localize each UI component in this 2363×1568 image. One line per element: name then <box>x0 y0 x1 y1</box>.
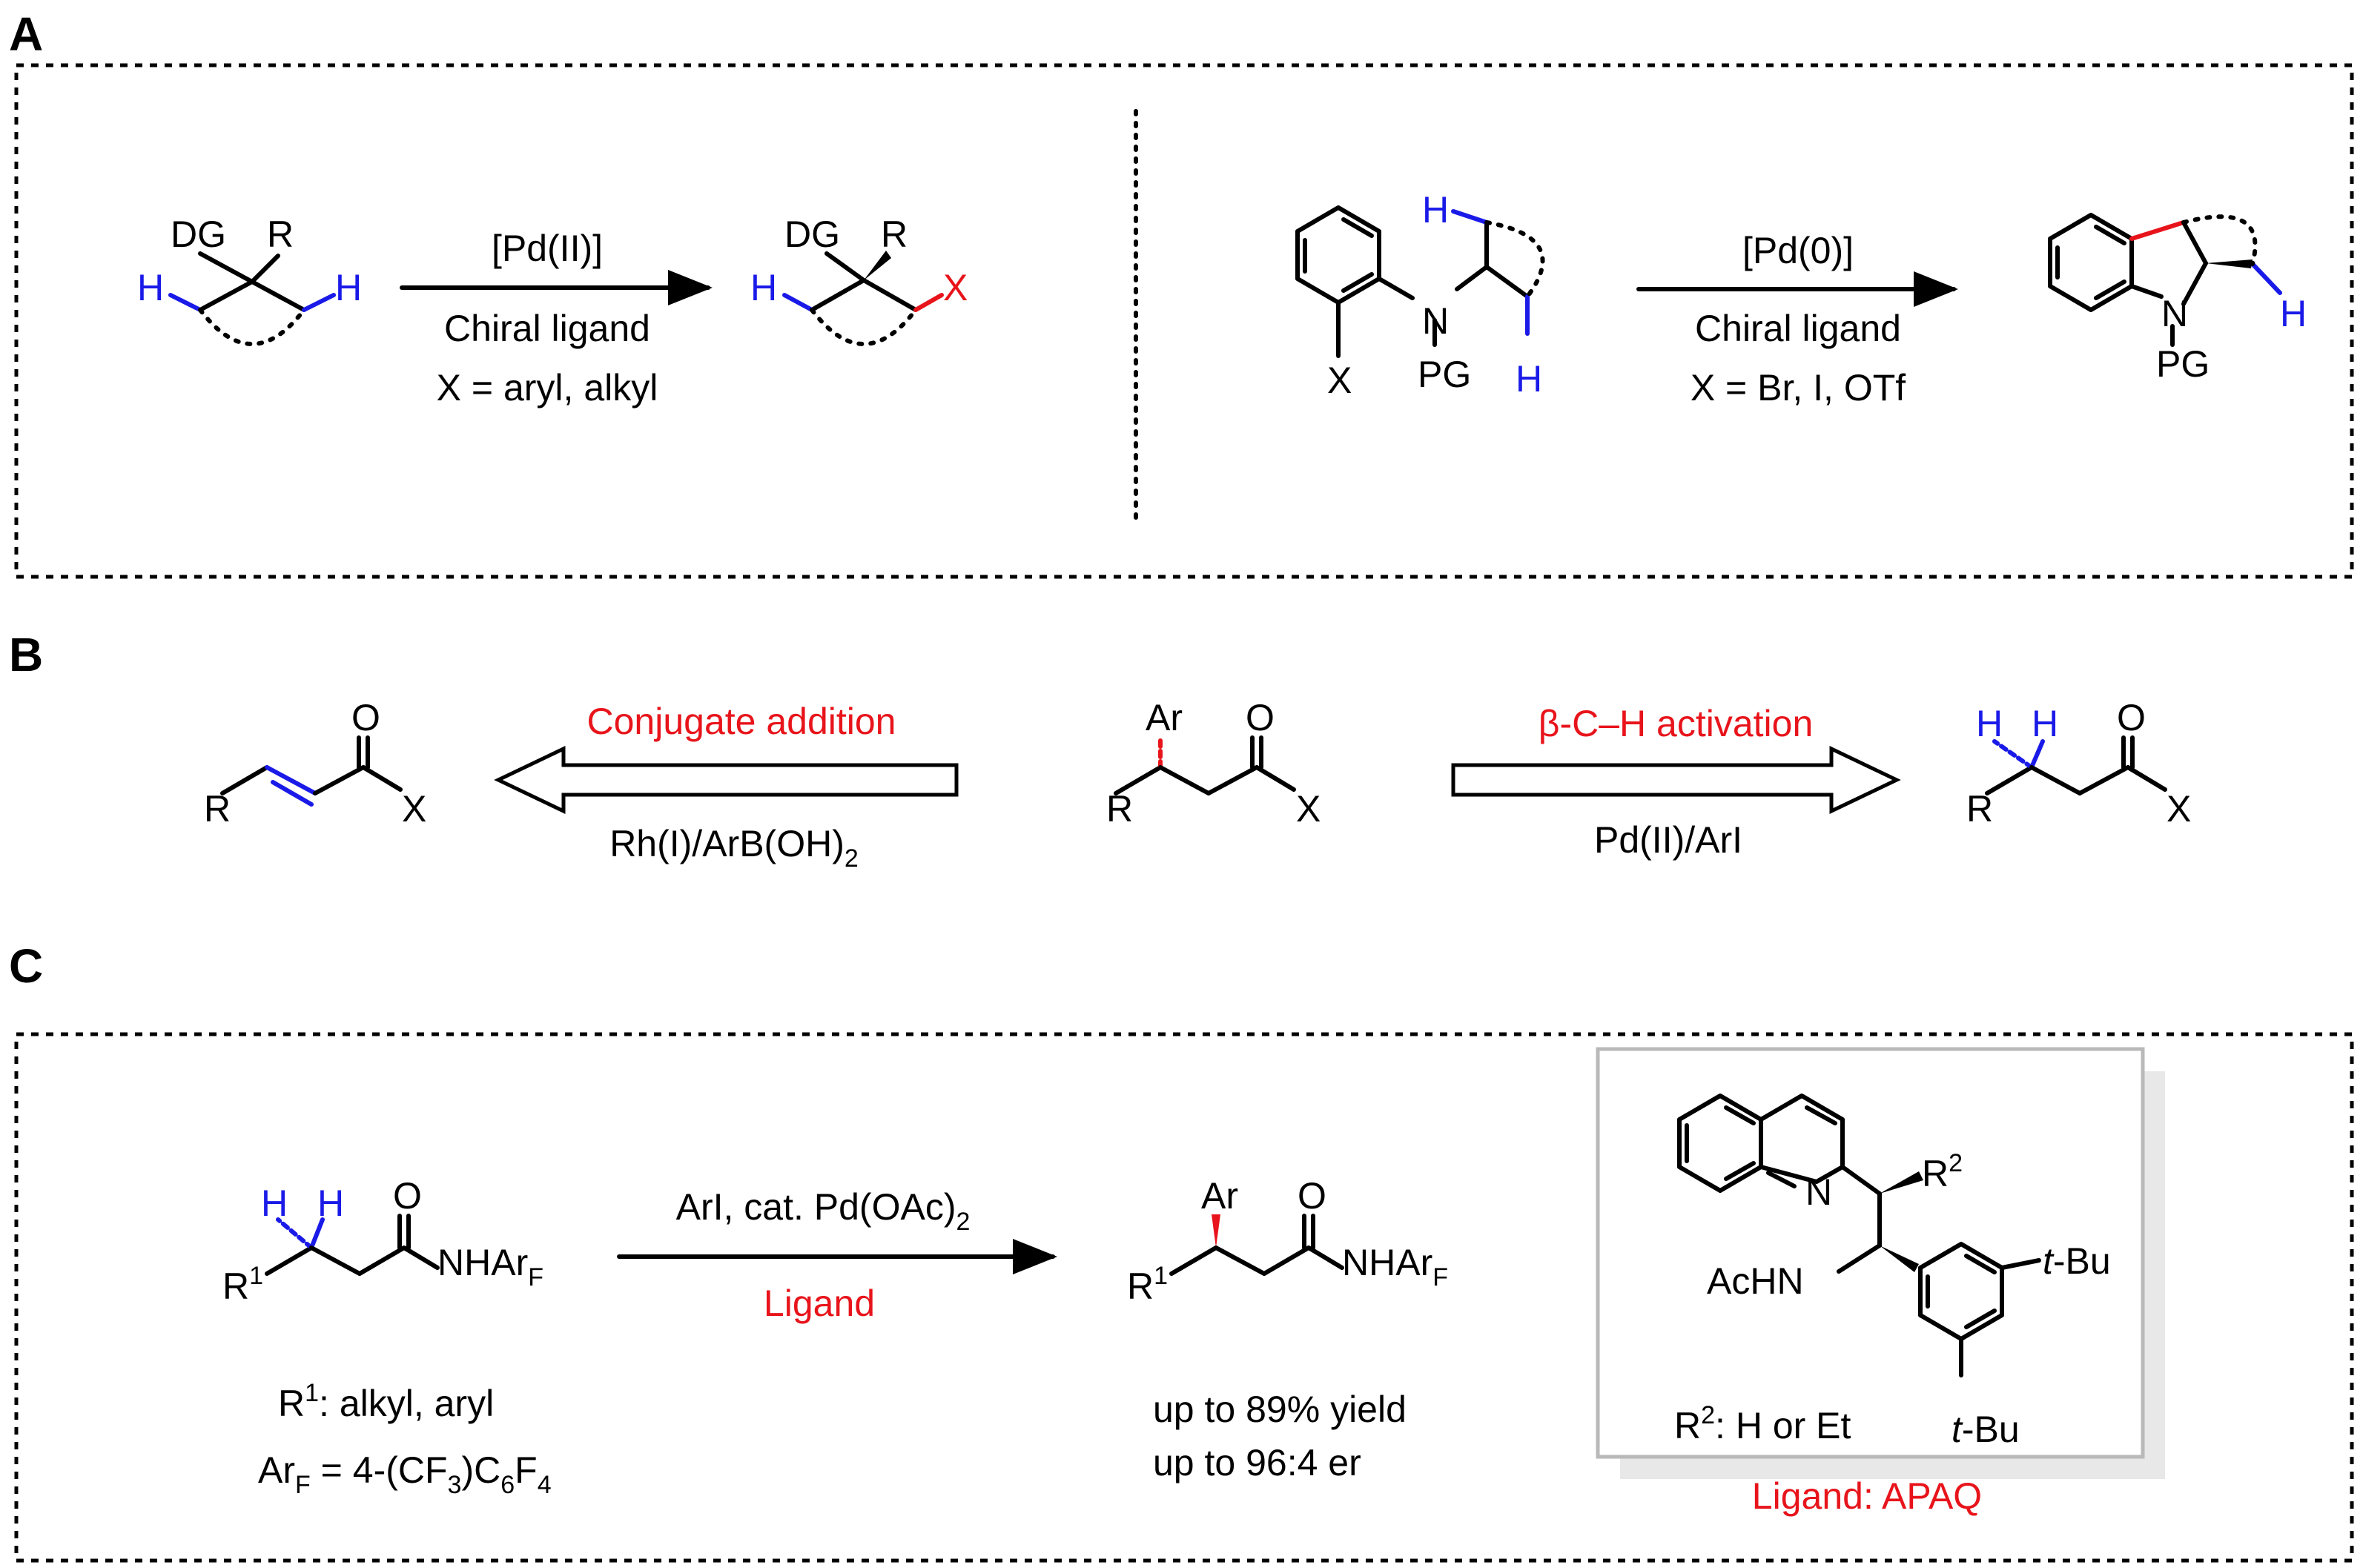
atom-r: R <box>204 788 231 830</box>
atom-h: H <box>317 1182 344 1224</box>
atom-x: X <box>943 267 968 308</box>
reagent-label: Pd(II)/ArI <box>1594 819 1742 861</box>
atom-r: R <box>267 214 294 255</box>
panel-a-left-substrate: DG R H H <box>137 214 362 346</box>
atom-r1: R1 <box>222 1262 263 1307</box>
reagent-label: ArI, cat. Pd(OAc)2 <box>676 1186 971 1236</box>
atom-h: H <box>137 267 164 308</box>
atom-h: H <box>2032 703 2058 744</box>
atom-o: O <box>2117 697 2146 738</box>
atom-n: N <box>1422 300 1449 342</box>
panel-a-right-product: N PG H <box>2048 213 2307 385</box>
atom-o: O <box>1246 697 1275 738</box>
panel-a-box <box>14 63 2354 579</box>
atom-r: R <box>881 214 908 255</box>
tert-butyl-label: t-Bu <box>2043 1240 2111 1282</box>
retrosynthetic-arrow <box>494 746 959 814</box>
atom-r1: R1 <box>1127 1262 1168 1307</box>
atom-h: H <box>750 267 777 308</box>
atom-r: R <box>1106 788 1133 830</box>
atom-x: X <box>1327 360 1352 401</box>
ligand-label: Ligand <box>764 1283 875 1324</box>
atom-x: X <box>402 788 426 830</box>
atom-nhar: NHArF <box>437 1242 543 1291</box>
panel-b-product: R X O Ar <box>1106 697 1321 830</box>
atom-x: X <box>1296 788 1321 830</box>
atom-r: R <box>1966 788 1993 830</box>
atom-ar: Ar <box>1146 697 1183 738</box>
atom-h: H <box>2280 293 2307 334</box>
atom-h: H <box>1516 358 1542 400</box>
condition-x: X = aryl, alkyl <box>437 367 658 408</box>
conjugate-addition-label: Conjugate addition <box>587 701 896 742</box>
atom-h: H <box>1976 703 2003 744</box>
section-label-c: C <box>9 939 43 993</box>
panel-c-box <box>14 1032 2354 1563</box>
panel-a-left-product: DG R H X <box>750 214 968 346</box>
r2-scope-note: R2: H or Et <box>1674 1401 1851 1446</box>
condition-catalyst: [Pd(0)] <box>1742 230 1854 271</box>
panel-b-enone: R X O <box>204 697 426 830</box>
r1-scope-note: R1: alkyl, aryl <box>278 1379 494 1424</box>
panel-c-substrate: H H O R1 NHArF <box>222 1175 543 1307</box>
panel-c-product: Ar O R1 NHArF <box>1127 1175 1448 1307</box>
atom-r2: R2 <box>1922 1149 1963 1194</box>
panel-a-right-substrate: X N PG H H <box>1295 189 1545 401</box>
atom-n: N <box>2161 293 2188 334</box>
atom-x: X <box>2167 788 2191 830</box>
atom-dg: DG <box>171 214 226 255</box>
apaq-ligand-structure: N R2 AcHN t-Bu t-Bu <box>1677 1094 2111 1450</box>
condition-ligand: Chiral ligand <box>1695 308 1901 349</box>
yield-note: up to 89% yield <box>1153 1389 1407 1430</box>
atom-o: O <box>351 697 380 738</box>
atom-h: H <box>261 1182 288 1224</box>
arf-definition-note: ArF = 4-(CF3)C6F4 <box>258 1449 552 1499</box>
atom-o: O <box>393 1175 422 1217</box>
atom-ar: Ar <box>1201 1175 1238 1217</box>
atom-n: N <box>1805 1171 1832 1213</box>
condition-x: X = Br, I, OTf <box>1691 367 1906 408</box>
er-note: up to 96:4 er <box>1153 1442 1361 1483</box>
atom-pg: PG <box>1418 354 1471 395</box>
atom-dg: DG <box>784 214 840 255</box>
reagent-label: Rh(I)/ArB(OH)2 <box>609 823 859 873</box>
atom-h: H <box>1422 189 1449 231</box>
condition-catalyst: [Pd(II)] <box>492 228 603 269</box>
ch-activation-label: β-C–H activation <box>1539 703 1814 744</box>
ligand-caption: Ligand: APAQ <box>1752 1475 1982 1517</box>
atom-o: O <box>1298 1175 1326 1217</box>
forward-arrow <box>1451 746 1901 814</box>
section-label-a: A <box>9 7 43 61</box>
atom-pg: PG <box>2156 343 2210 385</box>
atom-nhar: NHArF <box>1342 1242 1448 1291</box>
panel-b-substrate: R X O H H <box>1966 697 2191 830</box>
section-label-b: B <box>9 628 43 681</box>
tert-butyl-label: t-Bu <box>1951 1409 2020 1450</box>
condition-ligand: Chiral ligand <box>444 308 650 349</box>
acetamido-label: AcHN <box>1707 1260 1804 1302</box>
atom-h: H <box>335 267 362 308</box>
